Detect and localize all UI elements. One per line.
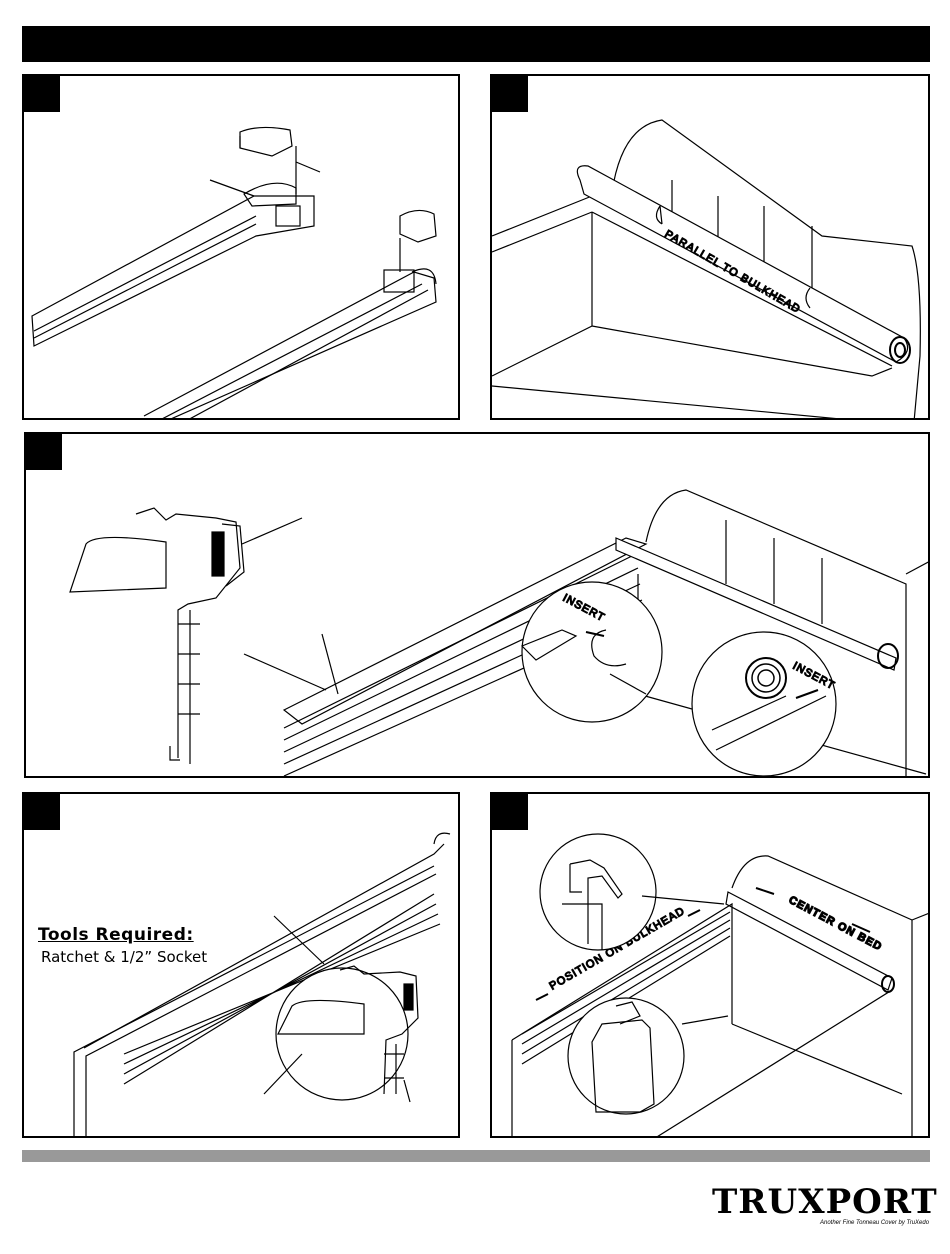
tools-required: Tools Required: Ratchet & 1/2” Socket — [38, 925, 207, 966]
logo-brand-text: TRUXPORT — [712, 1182, 938, 1222]
clamp-tighten-illustration — [24, 794, 460, 1138]
step-1-panel — [22, 74, 460, 420]
tools-required-title: Tools Required: — [38, 925, 207, 945]
header-bar — [22, 26, 930, 62]
step-2-panel: PARALLEL TO BULKHEAD — [490, 74, 930, 420]
truxport-logo: TRUXPORT Another Fine Tonneau Cover by T… — [708, 1180, 928, 1230]
footer-bar — [22, 1150, 930, 1162]
end-cap-illustration — [24, 76, 460, 420]
logo-tagline: Another Fine Tonneau Cover by TruXedo — [820, 1220, 929, 1226]
step-3-panel: INSERT INSERT — [24, 432, 930, 778]
step-5-panel: CENTER ON BED POSITION ON BULKHEAD — [490, 792, 930, 1138]
step-4-panel: Tools Required: Ratchet & 1/2” Socket — [22, 792, 460, 1138]
parallel-roll-illustration: PARALLEL TO BULKHEAD — [492, 76, 930, 420]
tools-required-item: Ratchet & 1/2” Socket — [41, 948, 207, 966]
insert-roll-illustration: INSERT INSERT — [26, 434, 930, 778]
center-position-illustration: CENTER ON BED POSITION ON BULKHEAD — [492, 794, 930, 1138]
